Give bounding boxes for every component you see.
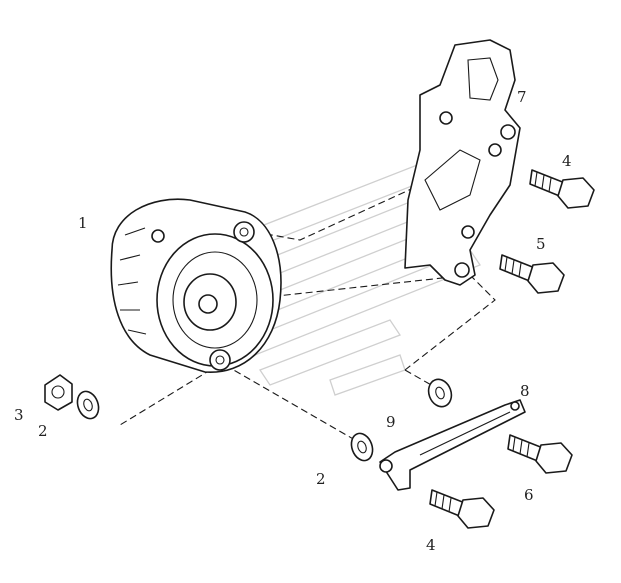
callout-alternator: 1 (78, 214, 88, 232)
callout-bolt-strap: 6 (524, 486, 534, 504)
callout-bolt-lower: 4 (426, 536, 436, 554)
callout-washer-left: 2 (38, 422, 48, 440)
bolt-strap-icon (507, 434, 573, 474)
nut-icon (44, 374, 73, 411)
washer-left-icon (76, 390, 100, 420)
callout-washer-center: 2 (316, 470, 326, 488)
bolt-upper-icon (529, 169, 595, 209)
callout-strap-spacer: 9 (386, 413, 396, 431)
spacer-icon (427, 378, 453, 408)
adjusting-strap (379, 399, 526, 491)
alternator (110, 198, 282, 373)
callout-adjust-strap: 8 (520, 382, 530, 400)
callout-nut: 3 (14, 406, 24, 424)
bolt-middle-icon (499, 254, 565, 294)
bolt-lower-icon (429, 489, 495, 529)
mounting-bracket (404, 39, 521, 286)
callout-bracket: 7 (517, 88, 527, 106)
callouts: 1 7 4 5 3 2 8 9 2 6 4 (14, 88, 572, 554)
washer-center-icon (350, 432, 374, 462)
callout-bolt-upper: 4 (562, 152, 572, 170)
callout-bolt-middle: 5 (536, 235, 546, 253)
